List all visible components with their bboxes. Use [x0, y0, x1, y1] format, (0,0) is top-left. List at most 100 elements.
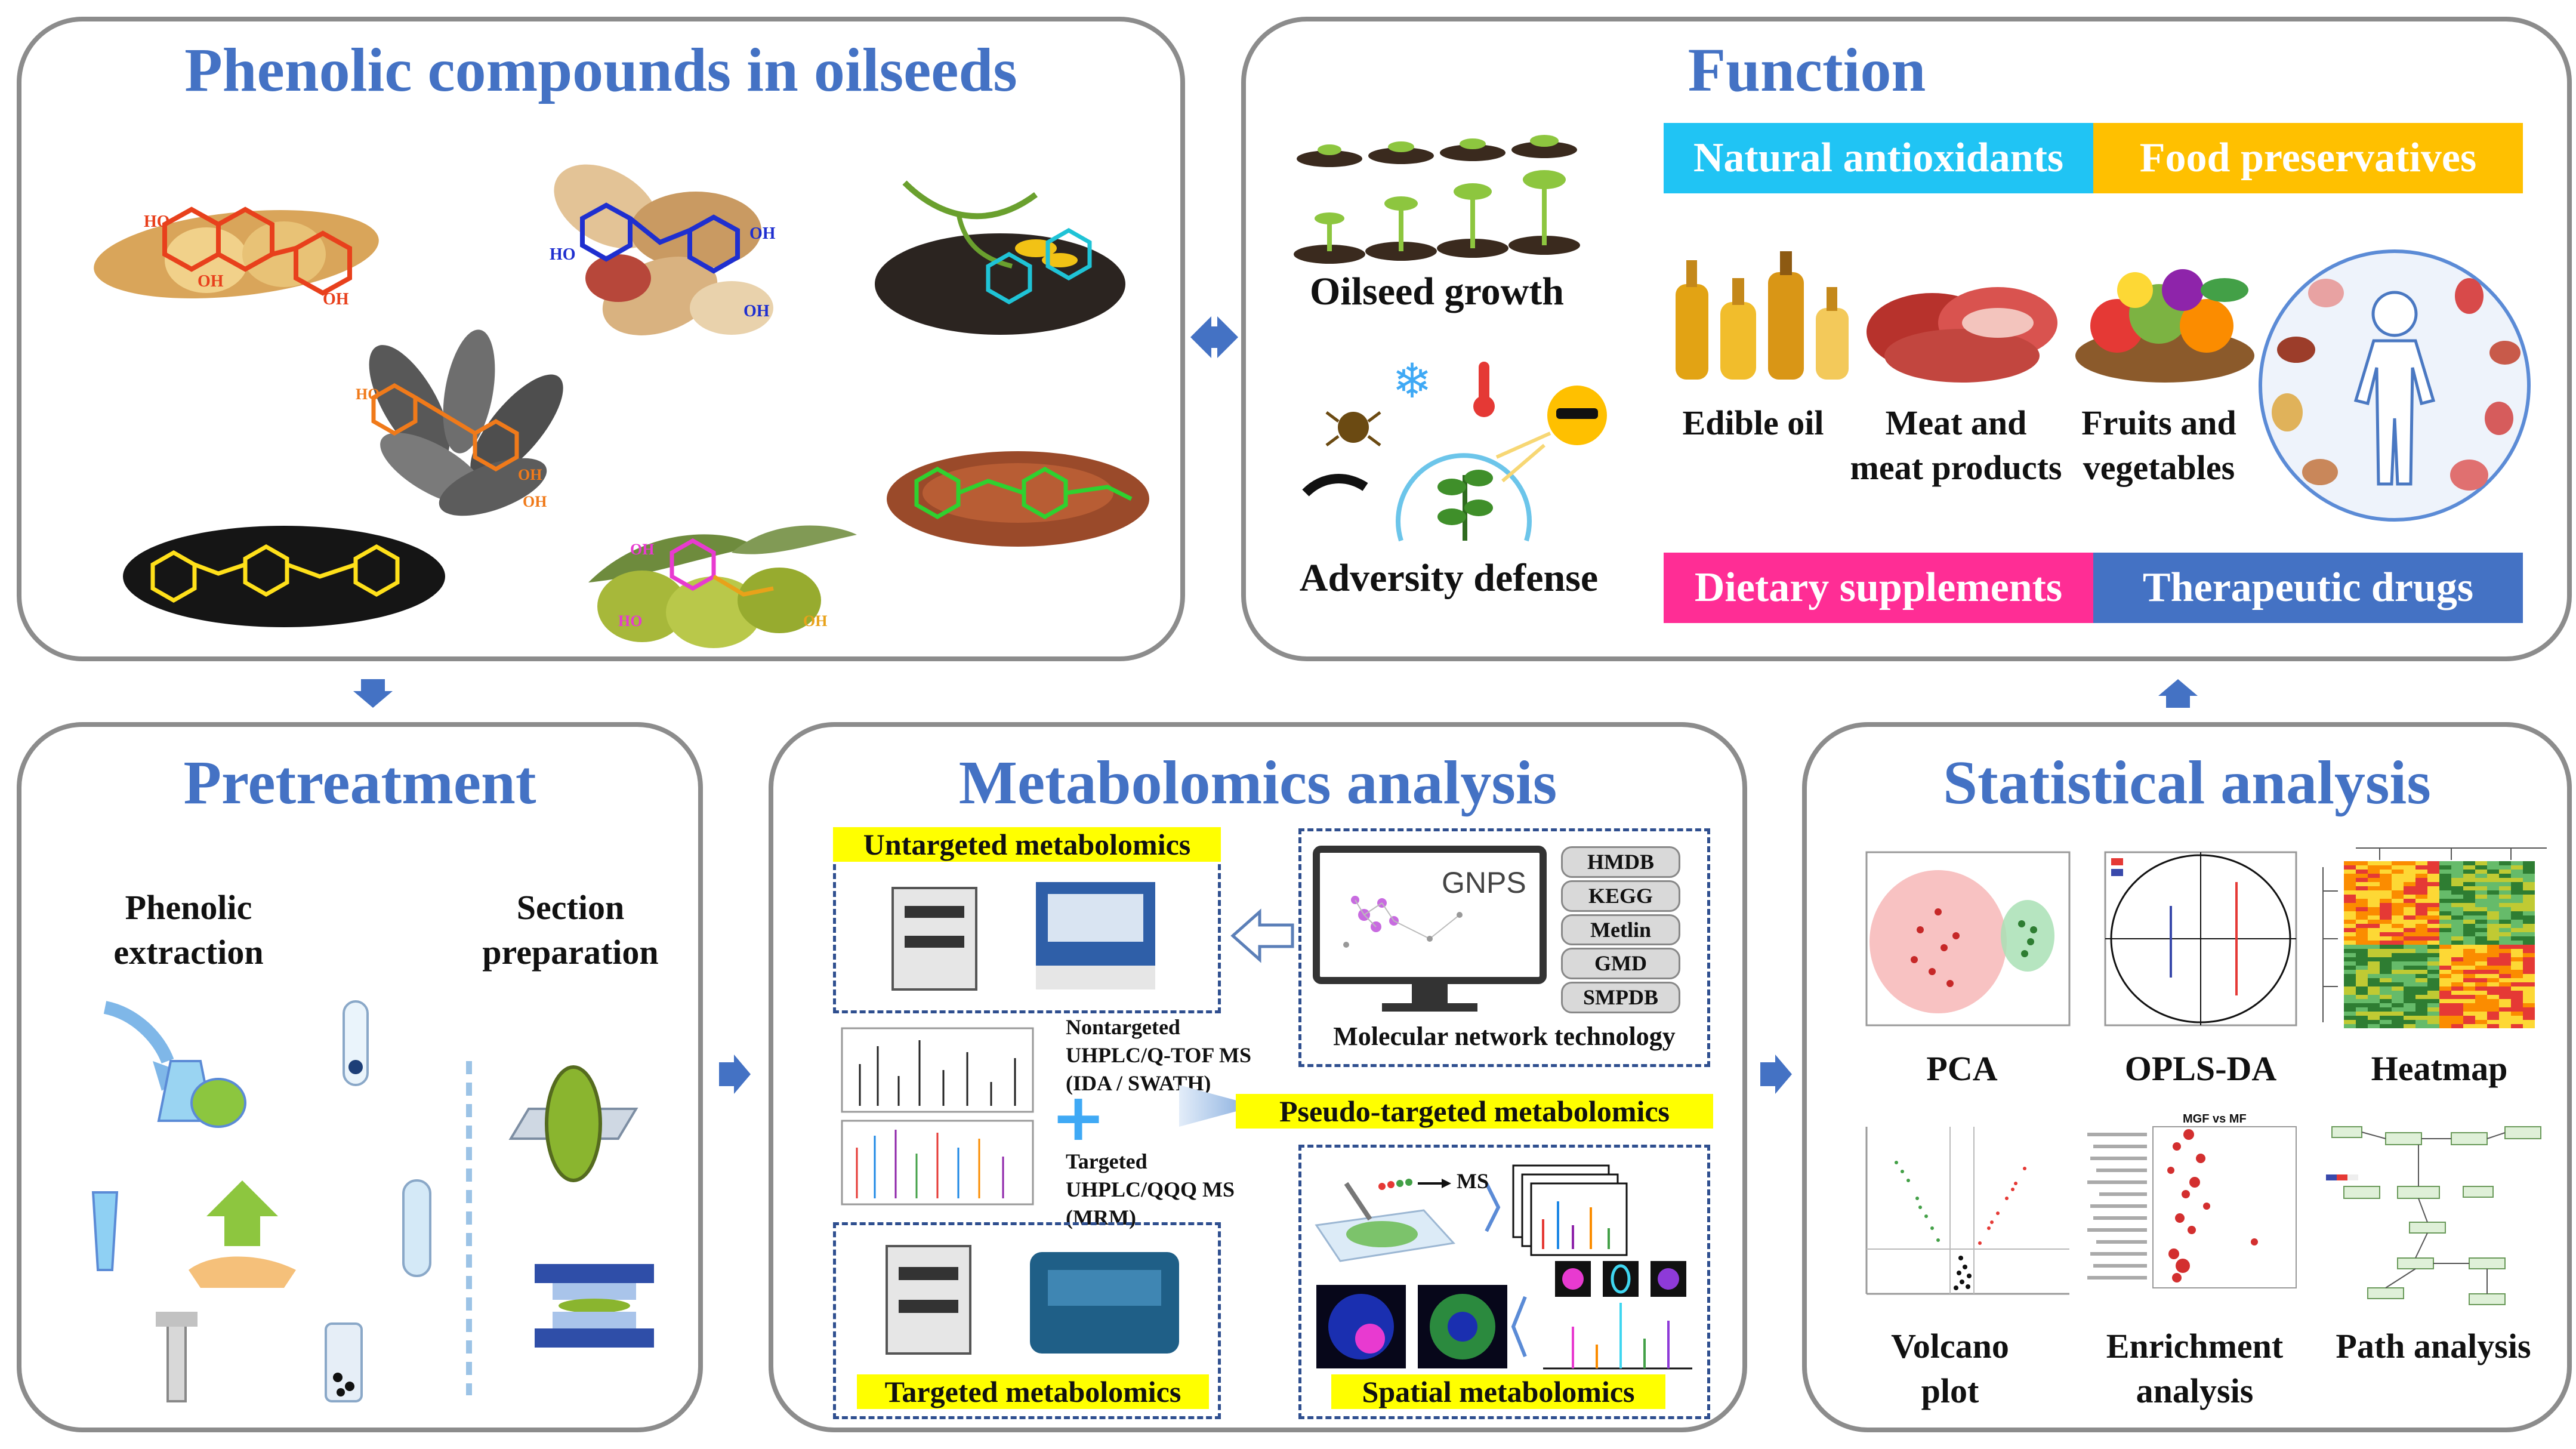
- heatmap-cell: [2463, 974, 2475, 978]
- heatmap-cell: [2344, 982, 2356, 986]
- heatmap-cell: [2392, 986, 2404, 991]
- statistical-panel: Statistical analysis PCA OPLS-DA Heatmap…: [1802, 722, 2572, 1432]
- heatmap-cell: [2439, 1007, 2451, 1012]
- chromatogram-image: [841, 1027, 1034, 1206]
- heatmap-cell: [2344, 961, 2356, 966]
- heatmap-cell: [2451, 907, 2463, 911]
- heatmap-cell: [2415, 882, 2427, 886]
- heatmap-cell: [2368, 870, 2380, 874]
- heatmap-cell: [2344, 874, 2356, 878]
- heatmap-cell: [2404, 1024, 2415, 1028]
- heatmap-cell: [2523, 982, 2535, 986]
- heatmap-cell: [2451, 936, 2463, 941]
- heatmap-cell: [2392, 882, 2404, 886]
- heatmap-cell: [2487, 1024, 2499, 1028]
- database-item: HMDB: [1561, 846, 1680, 878]
- heatmap-cell: [2427, 915, 2439, 920]
- heatmap-cell: [2380, 915, 2392, 920]
- heatmap-cell: [2523, 941, 2535, 945]
- heatmap-cell: [2392, 870, 2404, 874]
- heatmap-cell: [2380, 986, 2392, 991]
- panel-title: Statistical analysis: [1943, 748, 2431, 817]
- pseudo-targeted-label: Pseudo-targeted metabolomics: [1236, 1094, 1713, 1129]
- heatmap-cell: [2463, 911, 2475, 915]
- heatmap-cell: [2475, 945, 2487, 949]
- heatmap-cell: [2392, 941, 2404, 945]
- heatmap-cell: [2475, 970, 2487, 974]
- heatmap-cell: [2511, 936, 2523, 941]
- heatmap-cell: [2392, 949, 2404, 953]
- heatmap-cell: [2463, 941, 2475, 945]
- heatmap-cell: [2427, 978, 2439, 982]
- heatmap-cell: [2368, 995, 2380, 999]
- heatmap-cell: [2368, 928, 2380, 932]
- heatmap-cell: [2427, 966, 2439, 970]
- heatmap-cell: [2499, 920, 2511, 924]
- heatmap-cell: [2511, 932, 2523, 936]
- heatmap-cell: [2499, 878, 2511, 882]
- heatmap-cell: [2392, 1012, 2404, 1016]
- heatmap-cell: [2451, 878, 2463, 882]
- heatmap-cell: [2451, 882, 2463, 886]
- heatmap-cell: [2392, 874, 2404, 878]
- heatmap-cell: [2475, 953, 2487, 957]
- heatmap-cell: [2439, 907, 2451, 911]
- chem-label: HO: [550, 245, 576, 264]
- heatmap-cell: [2487, 878, 2499, 882]
- heatmap-cell: [2475, 991, 2487, 995]
- heatmap-cell: [2523, 882, 2535, 886]
- heatmap-cell: [2392, 1007, 2404, 1012]
- volcano-plot-image: [1865, 1127, 2069, 1295]
- heatmap-cell: [2463, 961, 2475, 966]
- heatmap-cell: [2380, 957, 2392, 961]
- volcano-label: Volcano plot: [1891, 1327, 2009, 1411]
- heatmap-cell: [2368, 941, 2380, 945]
- heatmap-cell: [2344, 915, 2356, 920]
- database-stack: HMDB KEGG Metlin GMD SMPDB: [1561, 846, 1680, 1013]
- heatmap-cell: [2463, 928, 2475, 932]
- heatmap-cell: [2356, 978, 2368, 982]
- heatmap-cell: [2380, 941, 2392, 945]
- heatmap-cell: [2487, 895, 2499, 899]
- heatmap-cell: [2368, 920, 2380, 924]
- sesame-image: [123, 526, 445, 627]
- database-item: GMD: [1561, 948, 1680, 980]
- heatmap-cell: [2344, 907, 2356, 911]
- targeted-label: Targeted metabolomics: [857, 1374, 1209, 1409]
- heatmap-cell: [2392, 886, 2404, 890]
- heatmap-cell: [2523, 995, 2535, 999]
- heatmap-cell: [2487, 874, 2499, 878]
- heatmap-cell: [2451, 961, 2463, 966]
- heatmap-cell: [2404, 1012, 2415, 1016]
- heatmap-cell: [2439, 953, 2451, 957]
- pretreatment-panel: Pretreatment Phenolic extraction Section…: [17, 722, 703, 1432]
- heatmap-cell: [2380, 970, 2392, 974]
- heatmap-cell: [2523, 878, 2535, 882]
- heatmap-cell: [2344, 924, 2356, 928]
- heatmap-cell: [2404, 999, 2415, 1003]
- enrichment-plot-title: MGF vs MF: [2183, 1112, 2247, 1126]
- heatmap-cell: [2392, 920, 2404, 924]
- heatmap-cell: [2499, 1024, 2511, 1028]
- heatmap-cell: [2415, 1003, 2427, 1007]
- heatmap-cell: [2511, 878, 2523, 882]
- heatmap-cell: [2523, 945, 2535, 949]
- heatmap-cell: [2451, 928, 2463, 932]
- heatmap-cell: [2356, 949, 2368, 953]
- heatmap-cell: [2463, 1020, 2475, 1024]
- heatmap-cell: [2344, 999, 2356, 1003]
- heatmap-cell: [2463, 907, 2475, 911]
- path-label: Path analysis: [2336, 1327, 2531, 1365]
- heatmap-cell: [2427, 895, 2439, 899]
- database-item: Metlin: [1561, 914, 1680, 946]
- heatmap-cell: [2404, 949, 2415, 953]
- heatmap-cell: [2344, 890, 2356, 895]
- heatmap-cell: [2463, 861, 2475, 865]
- heatmap-cell: [2451, 1012, 2463, 1016]
- heatmap-cell: [2523, 974, 2535, 978]
- heatmap-cell: [2475, 915, 2487, 920]
- heatmap-cell: [2356, 915, 2368, 920]
- heatmap-cell: [2475, 928, 2487, 932]
- heatmap-cell: [2511, 966, 2523, 970]
- heatmap-cell: [2451, 953, 2463, 957]
